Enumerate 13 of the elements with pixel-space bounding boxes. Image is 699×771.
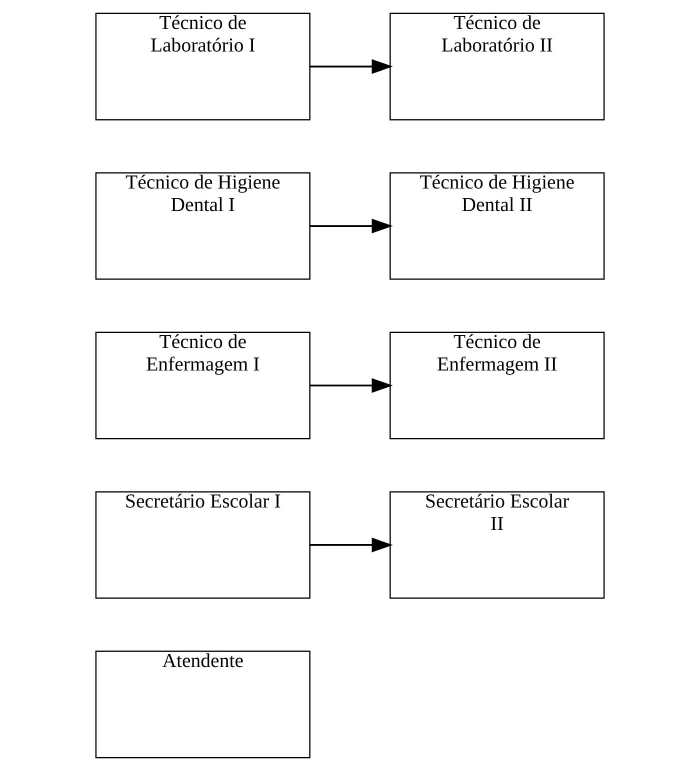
node-box: Técnico de Enfermagem I	[94, 332, 310, 440]
arrow	[309, 538, 392, 552]
node-box: Técnico de Enfermagem II	[389, 332, 604, 440]
node-box: Atendente	[94, 650, 310, 758]
arrow	[309, 378, 392, 393]
node-box: Técnico de Higiene Dental II	[389, 172, 604, 280]
arrow	[309, 218, 392, 234]
node-box: Secretário Escolar II	[389, 491, 604, 599]
node-box: Secretário Escolar I	[94, 491, 310, 599]
arrow	[309, 59, 392, 74]
node-box: Técnico de Laboratório II	[389, 12, 604, 120]
node-box: Técnico de Laboratório I	[94, 12, 310, 120]
node-box: Técnico de Higiene Dental I	[94, 172, 310, 280]
